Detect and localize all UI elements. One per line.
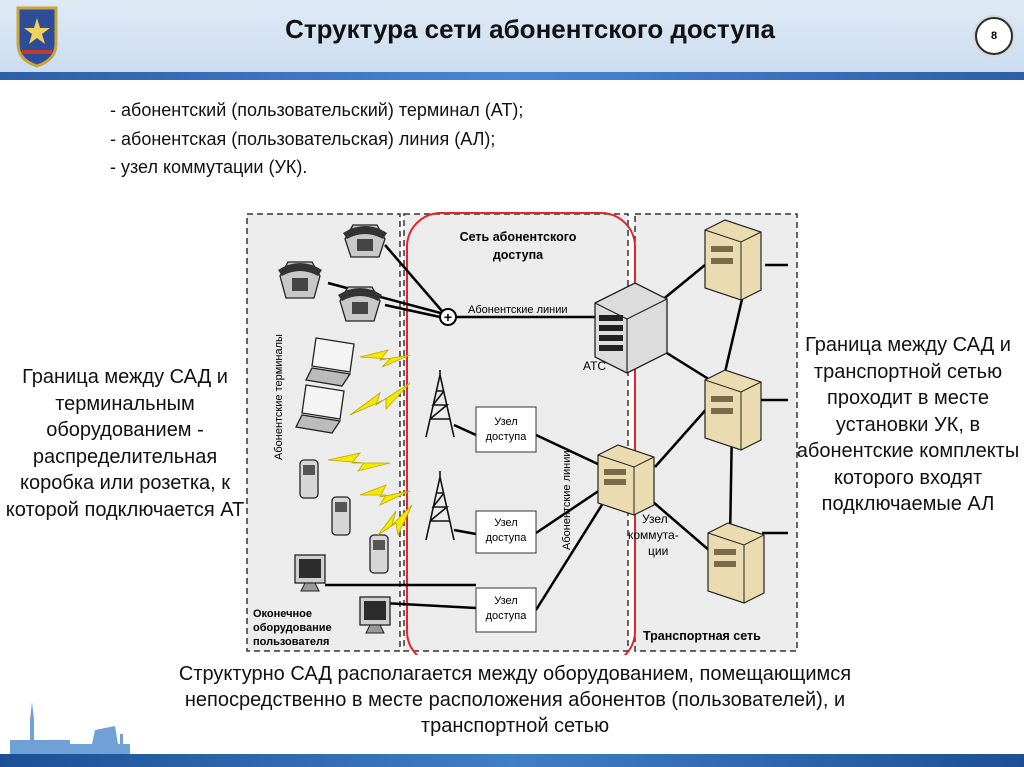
svg-text:доступа: доступа xyxy=(486,610,528,622)
terminal-boundary-note: Граница между САД и терминальным оборудо… xyxy=(5,366,245,521)
server-icon xyxy=(704,369,762,451)
header-bar xyxy=(0,0,1024,80)
phone-icon xyxy=(343,224,387,258)
list-item: - абонентский (пользовательский) термина… xyxy=(110,100,524,120)
svg-text:Узел: Узел xyxy=(494,595,517,607)
page-title: Структура сети абонентского доступа xyxy=(285,14,775,44)
access-network-boundary xyxy=(406,212,636,655)
mobile-phone-icon xyxy=(331,496,351,536)
server-icon xyxy=(707,522,765,604)
pc-monitor-icon xyxy=(294,554,326,592)
laptop-icon xyxy=(305,337,355,387)
junction-icon xyxy=(439,308,457,326)
phone-icon xyxy=(338,286,382,322)
svg-text:Узел: Узел xyxy=(494,517,517,529)
svg-text:доступа: доступа xyxy=(486,431,528,443)
structure-note: Структурно САД располагается между обору… xyxy=(178,663,852,737)
header-stripe xyxy=(0,72,1024,80)
switch-node-label: Узел xyxy=(642,512,668,526)
mobile-phone-icon xyxy=(369,534,389,574)
subscriber-lines-label: Абонентские линии xyxy=(468,304,568,316)
access-network-title-line2: доступа xyxy=(493,248,544,262)
server-icon xyxy=(704,219,762,301)
skyline-icon xyxy=(10,702,130,754)
access-network-title: Сеть абонентского xyxy=(460,230,577,244)
definition-list: - абонентский (пользовательский) термина… xyxy=(110,96,523,182)
access-node: Узел доступа xyxy=(475,587,537,633)
subscriber-terminals-label: Абонентские терминалы xyxy=(273,334,285,460)
server-icon xyxy=(597,444,655,516)
switch-node-label-line2: коммута- xyxy=(628,528,679,542)
ats-switch-icon xyxy=(594,282,668,374)
transport-network-label: Транспортная сеть xyxy=(643,629,761,643)
junction-label: + xyxy=(444,309,452,325)
end-equipment-label: Оконечное xyxy=(253,608,312,620)
end-equipment-label-line2: оборудование xyxy=(253,622,332,634)
pc-monitor-icon xyxy=(359,596,391,634)
svg-text:доступа: доступа xyxy=(486,532,528,544)
connection-lines xyxy=(325,244,788,611)
radio-tower-icon xyxy=(425,471,455,541)
mobile-phone-icon xyxy=(299,459,319,499)
list-item: - узел коммутации (УК). xyxy=(110,157,308,177)
laptop-icon xyxy=(295,384,345,434)
list-item: - абонентская (пользовательская) линия (… xyxy=(110,128,496,149)
emblem-icon xyxy=(16,6,58,68)
footer-band xyxy=(0,754,1024,767)
switch-node-label-line3: ции xyxy=(648,544,668,558)
subscriber-lines-vertical-label: Абонентские линии xyxy=(561,451,573,551)
phone-icon xyxy=(278,261,322,299)
radio-tower-icon xyxy=(425,370,455,438)
access-network-diagram: + Сеть абонентского доступа Абонентские … xyxy=(246,212,798,655)
ats-label: АТС xyxy=(583,359,606,373)
access-node: Узел доступа xyxy=(475,510,537,554)
page-number-badge: 8 xyxy=(975,17,1013,55)
wireless-link-icons xyxy=(327,349,413,537)
transport-boundary-note: Граница между САД и транспортной сетью п… xyxy=(796,334,1020,515)
svg-text:Узел: Узел xyxy=(494,416,517,428)
access-node: Узел доступа xyxy=(475,406,537,453)
end-equipment-label-line3: пользователя xyxy=(253,636,329,648)
